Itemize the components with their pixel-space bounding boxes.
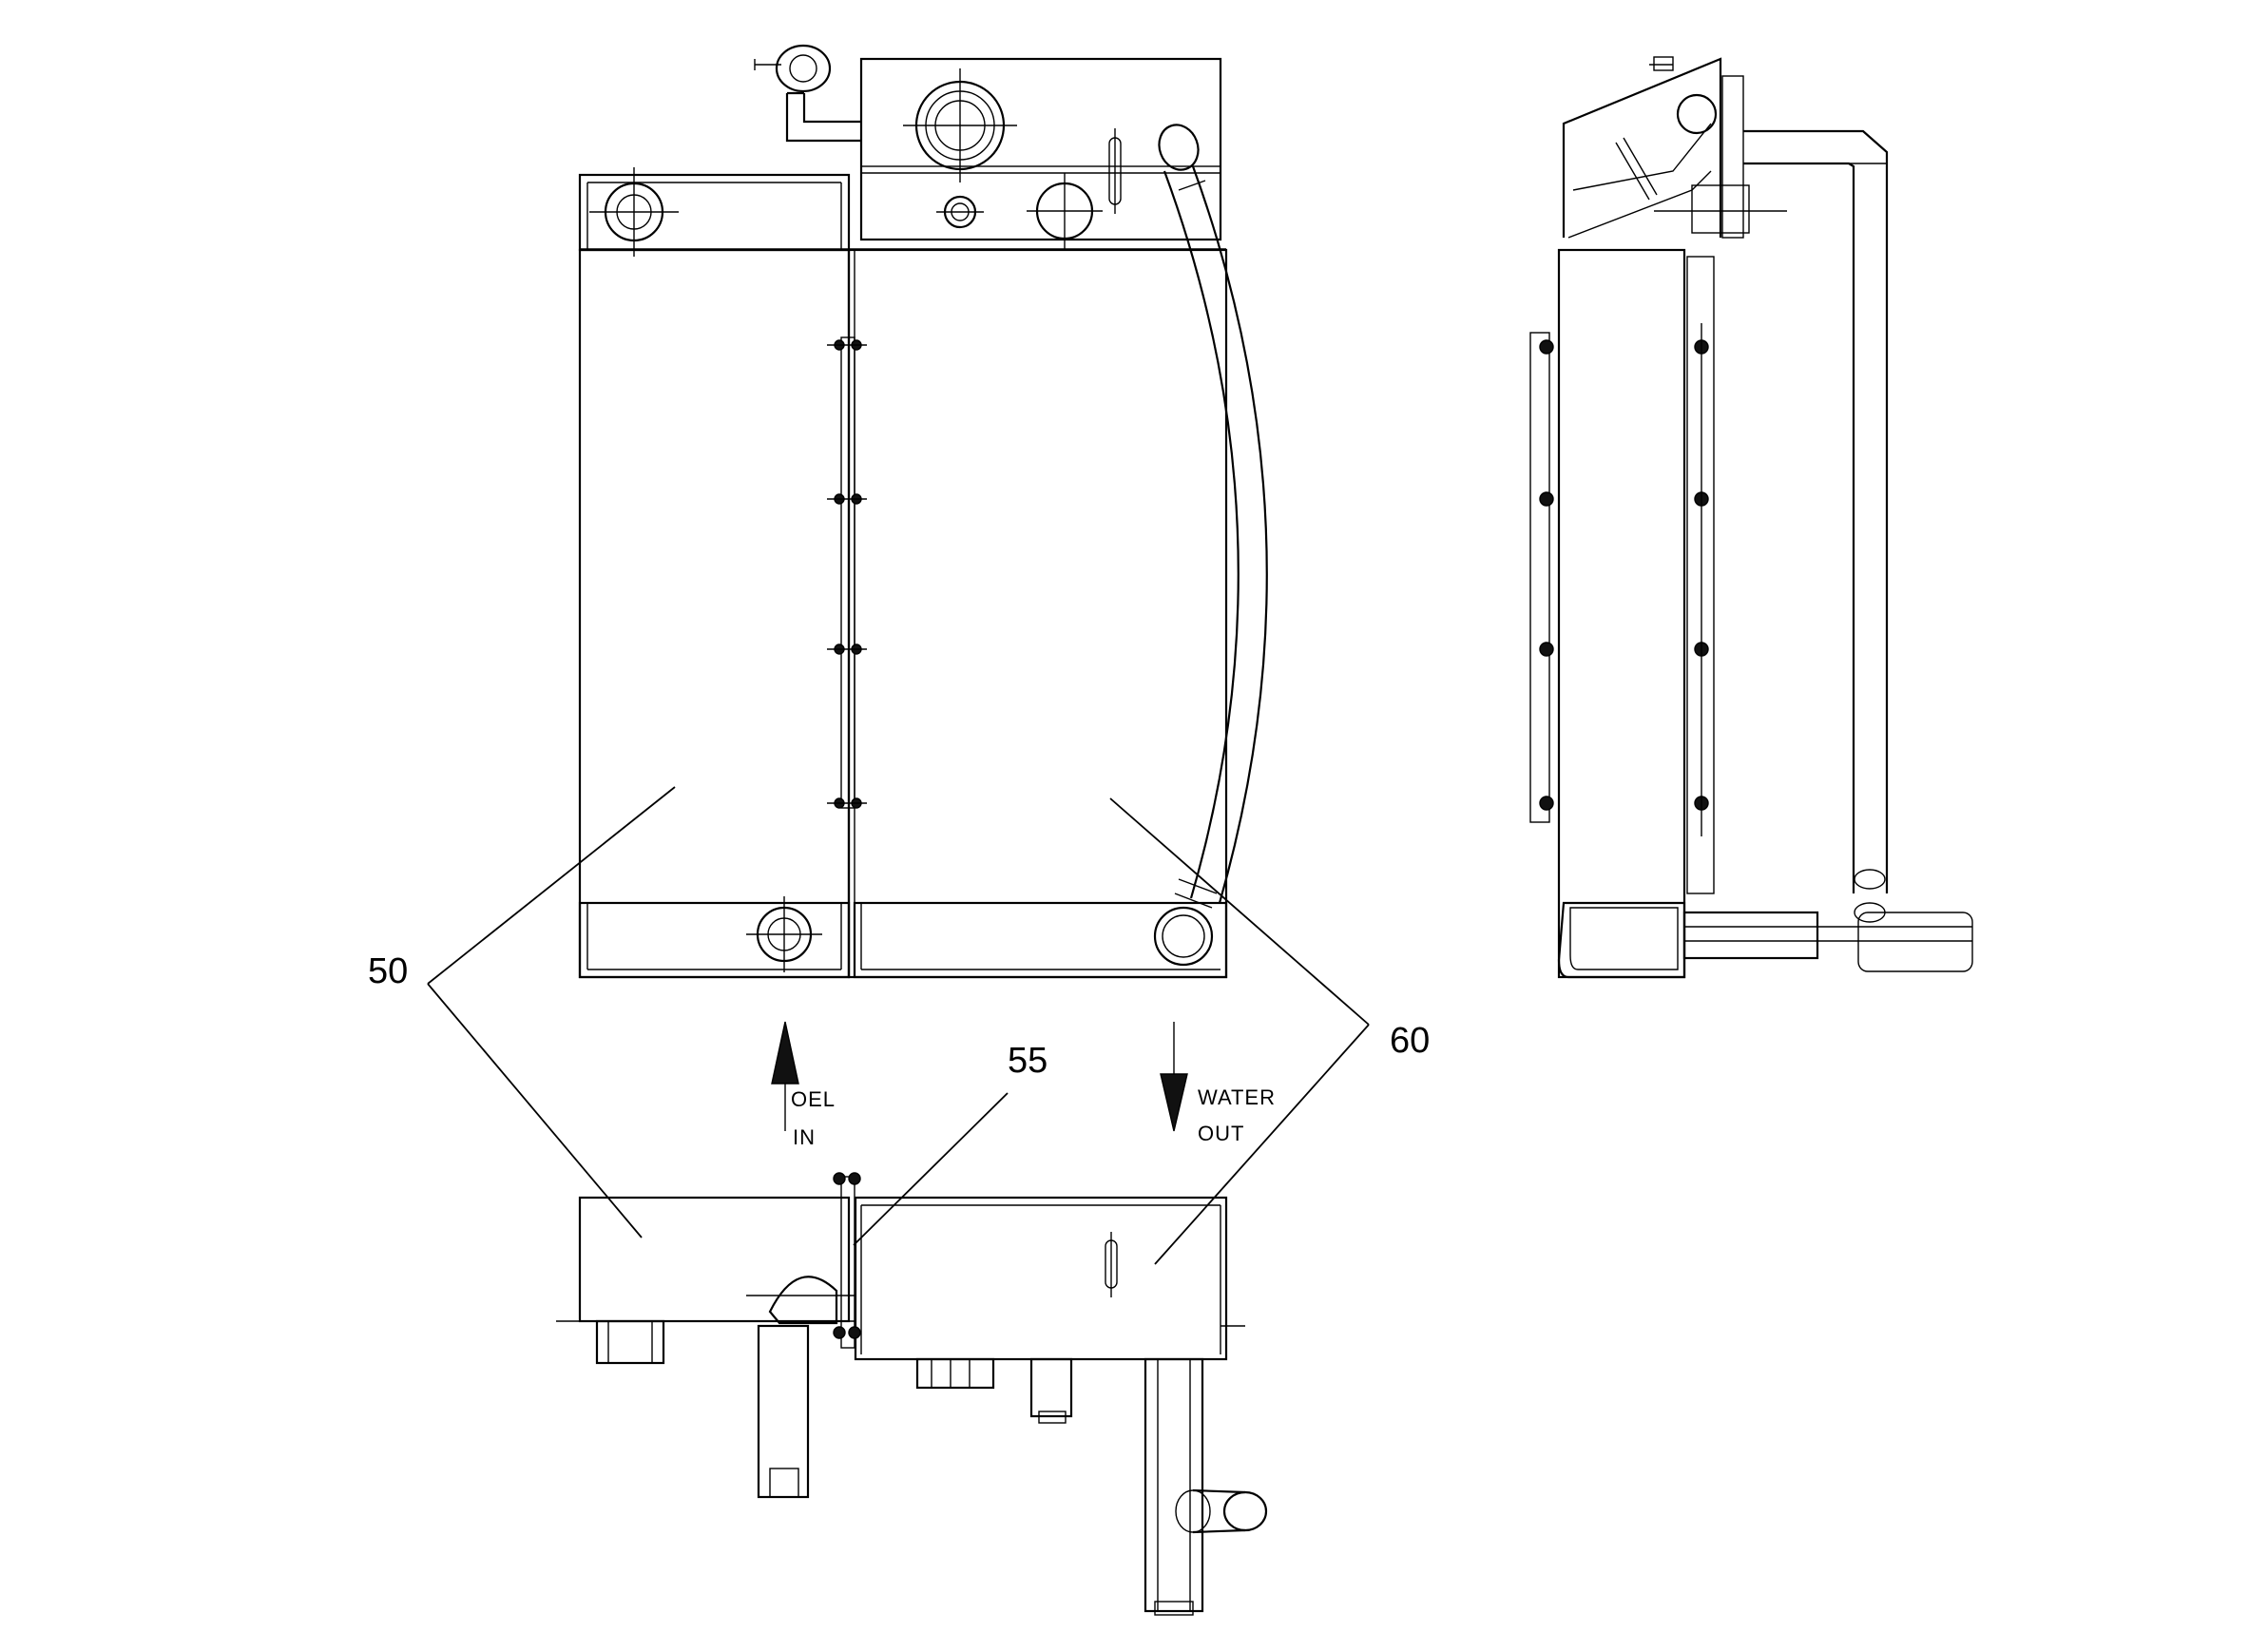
oil-cooler-bottom-tank bbox=[578, 901, 851, 979]
water-out-arrow bbox=[1160, 1022, 1188, 1132]
leader-50-front bbox=[427, 786, 676, 985]
callout-55: 55 bbox=[1008, 1041, 1048, 1081]
water-bottom-tank bbox=[853, 901, 1228, 979]
oil-in-label-line2: IN bbox=[793, 1125, 816, 1149]
oil-cooler-core bbox=[578, 248, 851, 979]
leader-60-front bbox=[1109, 797, 1370, 1026]
leader-50-plan bbox=[427, 983, 643, 1238]
water-out-label-line2: OUT bbox=[1198, 1122, 1244, 1145]
oil-in-arrow bbox=[771, 1021, 799, 1131]
water-radiator-core bbox=[847, 248, 1228, 979]
callout-50: 50 bbox=[368, 951, 408, 991]
side-view bbox=[1529, 56, 1973, 979]
overflow-hose bbox=[1153, 124, 1268, 967]
leader-55 bbox=[853, 1092, 1009, 1246]
oil-in-label-line1: OEL bbox=[791, 1087, 836, 1111]
water-out-label-line1: WATER bbox=[1198, 1085, 1276, 1109]
water-header-tank bbox=[859, 57, 1222, 241]
leader-60-plan bbox=[1154, 1024, 1370, 1265]
callout-60: 60 bbox=[1390, 1021, 1430, 1061]
plan-view bbox=[427, 983, 1370, 1616]
front-view bbox=[427, 44, 1370, 1026]
center-clamp-bar bbox=[827, 336, 867, 809]
vent-pipe bbox=[754, 44, 861, 143]
oil-cooler-top-tank bbox=[578, 173, 851, 252]
